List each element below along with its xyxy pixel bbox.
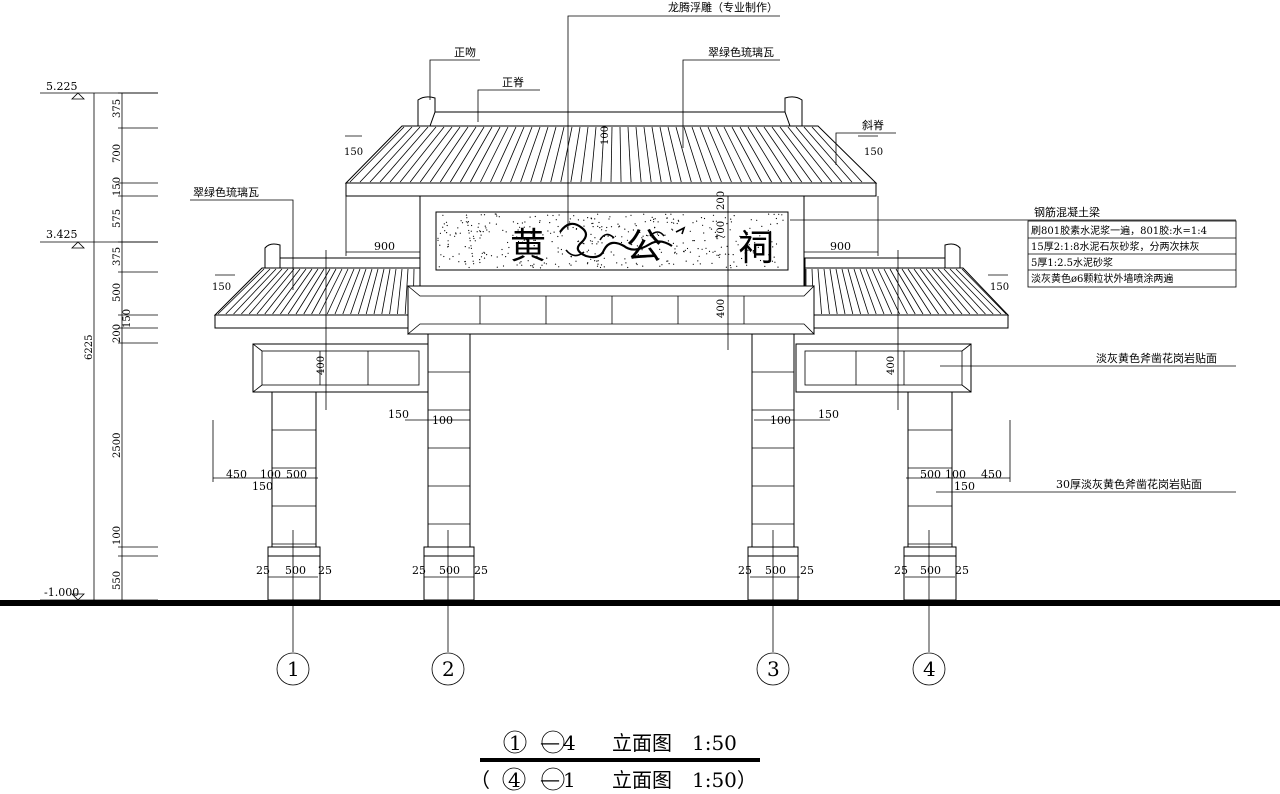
left-side-roof [213,243,421,329]
label-dragon: 龙腾浮雕（专业制作） [668,0,778,14]
dimension-lines [212,135,1011,578]
label-beam-spec-2: 15厚2:1:8水泥石灰砂浆，分两次抹灰 [1031,240,1200,253]
dim-500-d: 500 [920,564,941,577]
axis-2: 2 [442,657,455,681]
label-beam-spec-4: 淡灰黄色ø6颗粒状外墙喷涂两遍 [1031,272,1173,285]
dim-575: 575 [112,209,123,228]
dim-150b: 150 [122,309,133,328]
dim-200: 200 [112,324,123,343]
label-zhengwen: 正吻 [454,46,476,59]
dim-500-left: 500 [286,468,307,481]
axis-3: 3 [767,657,780,681]
dim-25-b: 25 [318,564,332,577]
axis-1: 1 [287,657,300,681]
title-circle-b: 4 [563,731,576,755]
plaque-panel [435,211,789,271]
dim-400-vl: 400 [316,356,327,375]
dim-100-right: 100 [945,468,966,481]
dim-25-a: 25 [256,564,270,577]
dim-150-c2: 150 [388,408,409,421]
dim-150-br: 150 [954,480,975,493]
label-beam-spec-3: 5厚1:2.5水泥砂浆 [1031,256,1113,269]
dim-500-b: 500 [439,564,460,577]
title-circle-a: 1 [509,731,522,755]
dim-550: 550 [112,571,123,590]
dim-25-d: 25 [474,564,488,577]
plaque-char-huang: 黄 [510,226,546,267]
dim-25-e: 25 [738,564,752,577]
dim-25-f: 25 [800,564,814,577]
label-beam: 钢筋混凝土梁 [1034,205,1100,219]
dim-150-ml: 150 [212,282,231,293]
ground-line [0,600,1280,606]
title-text: 立面图 1:50 [612,731,737,755]
dim-500: 500 [112,283,123,302]
drawing-title: 1 — 4 立面图 1:50 （ 4 — 1 立面图 1:50） [470,730,760,792]
dim-500-right: 500 [920,468,941,481]
level-3425: 3.425 [46,228,78,241]
dim-900-right: 900 [830,240,851,253]
plaque-char-ci: 祠 [738,228,774,269]
subtitle-circle-b: 1 [563,768,576,792]
columns [267,333,957,601]
label-xieji: 斜脊 [862,118,884,132]
right-side-roof [804,243,1010,329]
title-dash: — [540,730,560,754]
label-zhengji: 正脊 [502,75,524,89]
label-granite-30: 30厚淡灰黄色斧凿花岗岩贴面 [1056,477,1202,491]
dim-25-h: 25 [955,564,969,577]
central-frame: 黄 公 祠 [406,195,815,335]
dim-700-v: 700 [716,221,727,240]
dim-200-v: 200 [716,191,727,210]
dim-900-left: 900 [374,240,395,253]
label-beam-spec-1: 刷801胶素水泥浆一遍，801胶:水=1:4 [1031,224,1207,237]
label-granite: 淡灰黄色斧凿花岗岩贴面 [1096,351,1217,365]
left-dimension-column: 5.225 3.425 -1.000 375 700 150 575 375 5… [40,80,158,601]
label-tile-left: 翠绿色琉璃瓦 [193,185,259,199]
dim-500-c: 500 [765,564,786,577]
dim-375b: 375 [112,247,123,266]
dim-400-v: 400 [716,299,727,318]
dim-2500: 2500 [112,433,123,458]
column-1 [267,391,321,601]
dim-150-tr: 150 [864,147,883,158]
dim-25-g: 25 [894,564,908,577]
leaders [190,15,1237,493]
dim-100-c3: 100 [770,414,791,427]
side-beams [252,343,972,393]
level-5225: 5.225 [46,80,78,93]
dim-100-c2: 100 [432,414,453,427]
dim-150-bl: 150 [252,480,273,493]
dim-450-left: 450 [226,468,247,481]
dim-100-ridge: 100 [600,126,611,145]
dim-150-c3: 150 [818,408,839,421]
column-4 [903,391,957,601]
dim-375a: 375 [112,99,123,118]
dragon-relief [559,222,673,259]
subtitle-dash: — [540,767,560,791]
dim-6225: 6225 [84,335,95,360]
subtitle-text: 立面图 1:50） [612,768,757,792]
subtitle-open: （ [470,768,490,792]
level-minus1000: -1.000 [44,586,79,599]
dim-400-vr: 400 [886,356,897,375]
dim-150-tl: 150 [344,147,363,158]
dim-450-right: 450 [981,468,1002,481]
column-2 [423,333,475,601]
main-roof [344,96,878,197]
dim-100-left: 100 [260,468,281,481]
dim-500-a: 500 [285,564,306,577]
dim-150-mr: 150 [990,282,1009,293]
axis-4: 4 [923,657,936,681]
dim-700: 700 [112,144,123,163]
axis-bubbles: 1 2 3 4 [276,530,946,686]
dim-25-c: 25 [412,564,426,577]
dim-100: 100 [112,526,123,545]
subtitle-circle-a: 4 [508,768,521,792]
label-tile-top: 翠绿色琉璃瓦 [708,45,774,59]
dim-150a: 150 [112,177,123,196]
